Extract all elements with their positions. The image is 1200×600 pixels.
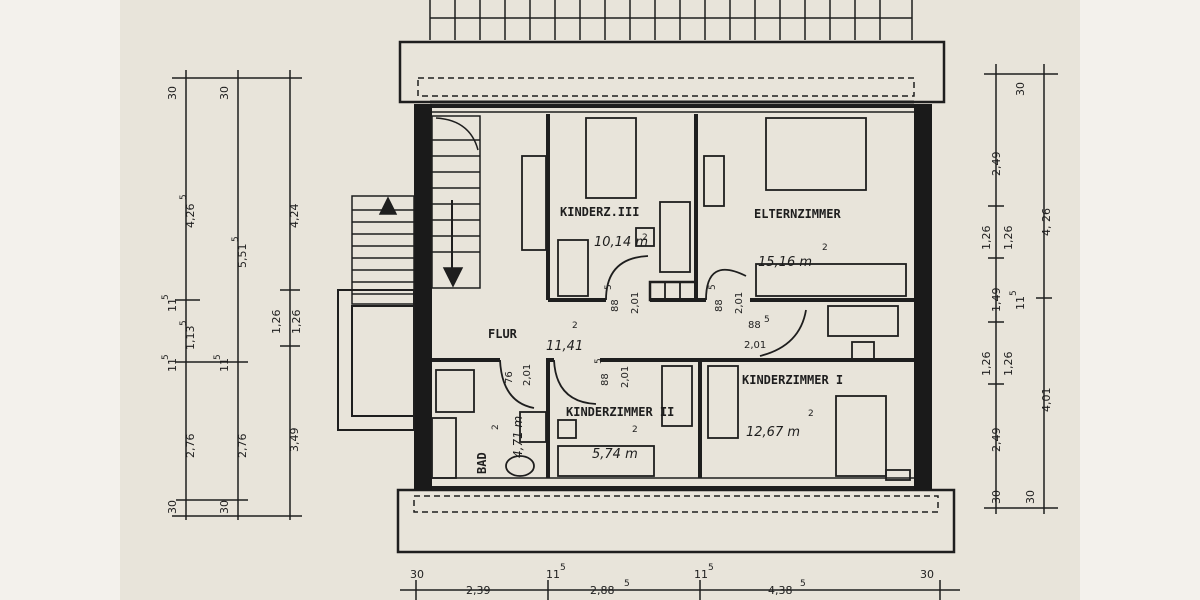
left-dim-1a: 30 <box>166 86 179 100</box>
room-label-kinder1: KINDERZIMMER I <box>742 373 843 387</box>
outer-walls <box>414 104 932 490</box>
left-dim-1b-sup: 5 <box>179 194 189 200</box>
right-dim-3a: 30 <box>1014 82 1027 96</box>
door-k3-height: 2,01 <box>630 292 641 314</box>
door-k3-width-sup: 5 <box>604 284 614 290</box>
room-area-bad: 4,71 m <box>511 416 525 458</box>
room-label-flur: FLUR <box>488 327 518 341</box>
right-dim-1f: 30 <box>990 490 1003 504</box>
left-dimension-lines <box>172 70 302 520</box>
right-dim-3d: 4,01 <box>1040 388 1053 413</box>
left-dim-1b: 4,26 <box>184 204 197 229</box>
left-dim-2e: 30 <box>218 500 231 514</box>
right-dim-1e: 2,49 <box>990 428 1003 453</box>
top-balcony <box>398 40 946 113</box>
room-label-kinder2: KINDERZIMMER II <box>566 405 674 419</box>
left-dim-2a: 30 <box>218 86 231 100</box>
left-dim-2d: 2,76 <box>236 434 249 459</box>
door-flur-height: 2,01 <box>744 340 766 351</box>
room-area-flur: 11,41 <box>546 339 583 354</box>
door-swings <box>499 255 807 409</box>
left-dim-1e-sup: 5 <box>161 354 171 360</box>
room-label-eltern: ELTERNZIMMER <box>754 207 841 221</box>
left-dim-1e: 11 <box>166 358 179 372</box>
door-k2-width: 88 <box>600 373 611 386</box>
door-k2-height: 2,01 <box>620 366 631 388</box>
roof-tiles <box>429 0 913 40</box>
room-area-bad-sup: 2 <box>491 424 501 430</box>
bottom-dim-a: 30 <box>410 568 424 581</box>
left-dim-3d: 3,49 <box>288 428 301 453</box>
room-area-kinder1-sup: 2 <box>808 409 814 419</box>
furniture <box>431 117 911 481</box>
bottom-dim-d-sup: 5 <box>624 579 630 589</box>
door-k3-width: 88 <box>610 299 621 312</box>
right-dim-3b: 4, 26 <box>1040 208 1053 236</box>
door-bad-height: 2,01 <box>522 364 533 386</box>
right-dim-1c: 1,49 <box>990 288 1003 313</box>
left-dim-3b: 1,26 <box>270 310 283 335</box>
right-dim-3c-sup: 5 <box>1009 290 1019 296</box>
right-dimension-lines <box>984 64 1058 514</box>
bottom-dim-d: 2,88 <box>590 584 615 597</box>
right-dim-2b: 1,26 <box>1002 352 1015 377</box>
room-area-eltern: 15,16 m <box>758 255 812 270</box>
bottom-dim-e: 11 <box>694 568 708 581</box>
left-dim-3a: 4,24 <box>288 204 301 229</box>
bottom-dimension-line <box>400 580 960 600</box>
left-dim-1d-sup: 5 <box>179 320 189 326</box>
bottom-dim-f: 4,38 <box>768 584 793 597</box>
left-annex <box>337 289 415 431</box>
bottom-dim-c: 11 <box>546 568 560 581</box>
room-area-eltern-sup: 2 <box>822 243 828 253</box>
room-label-bad: BAD <box>475 452 489 474</box>
door-eltern-height: 2,01 <box>734 292 745 314</box>
right-dim-2a: 1,26 <box>1002 226 1015 251</box>
right-dim-1d: 1,26 <box>980 352 993 377</box>
left-dim-1c: 11 <box>166 298 179 312</box>
bottom-dim-c-sup: 5 <box>560 563 566 573</box>
door-flur-width-sup: 5 <box>764 315 770 325</box>
bottom-dim-g: 30 <box>920 568 934 581</box>
left-dim-1d: 1,13 <box>184 326 197 351</box>
room-area-kinder2: 5,74 m <box>592 447 638 462</box>
room-area-kinder2-sup: 2 <box>632 425 638 435</box>
left-dim-2b: 5,51 <box>236 244 249 269</box>
door-eltern-width: 88 <box>714 299 725 312</box>
right-dim-3e: 30 <box>1024 490 1037 504</box>
door-eltern-width-sup: 5 <box>708 284 718 290</box>
room-area-kinderz3: 10,14 m <box>594 235 648 250</box>
door-flur-width: 88 <box>748 320 761 331</box>
right-dim-1a: 2,49 <box>990 152 1003 177</box>
right-dim-3c: 11 <box>1014 296 1027 310</box>
bottom-dim-f-sup: 5 <box>800 579 806 589</box>
staircase <box>351 115 481 305</box>
room-area-kinderz3-sup: 2 <box>642 233 648 243</box>
left-dim-3c: 1,26 <box>290 310 303 335</box>
door-k2-width-sup: 5 <box>594 358 604 364</box>
room-label-kinderz3: KINDERZ.III <box>560 205 639 219</box>
left-dim-2c-sup: 5 <box>213 354 223 360</box>
left-dim-2c: 11 <box>218 358 231 372</box>
door-bad-width: 76 <box>504 371 515 384</box>
left-dim-1c-sup: 5 <box>161 294 171 300</box>
bottom-dim-e-sup: 5 <box>708 563 714 573</box>
left-dim-2b-sup: 5 <box>231 236 241 242</box>
room-area-flur-sup: 2 <box>572 321 578 331</box>
right-dim-1b: 1,26 <box>980 226 993 251</box>
bottom-dim-b: 2,39 <box>466 584 491 597</box>
left-dim-1f: 2,76 <box>184 434 197 459</box>
room-area-kinder1: 12,67 m <box>746 425 800 440</box>
left-dim-1g: 30 <box>166 500 179 514</box>
